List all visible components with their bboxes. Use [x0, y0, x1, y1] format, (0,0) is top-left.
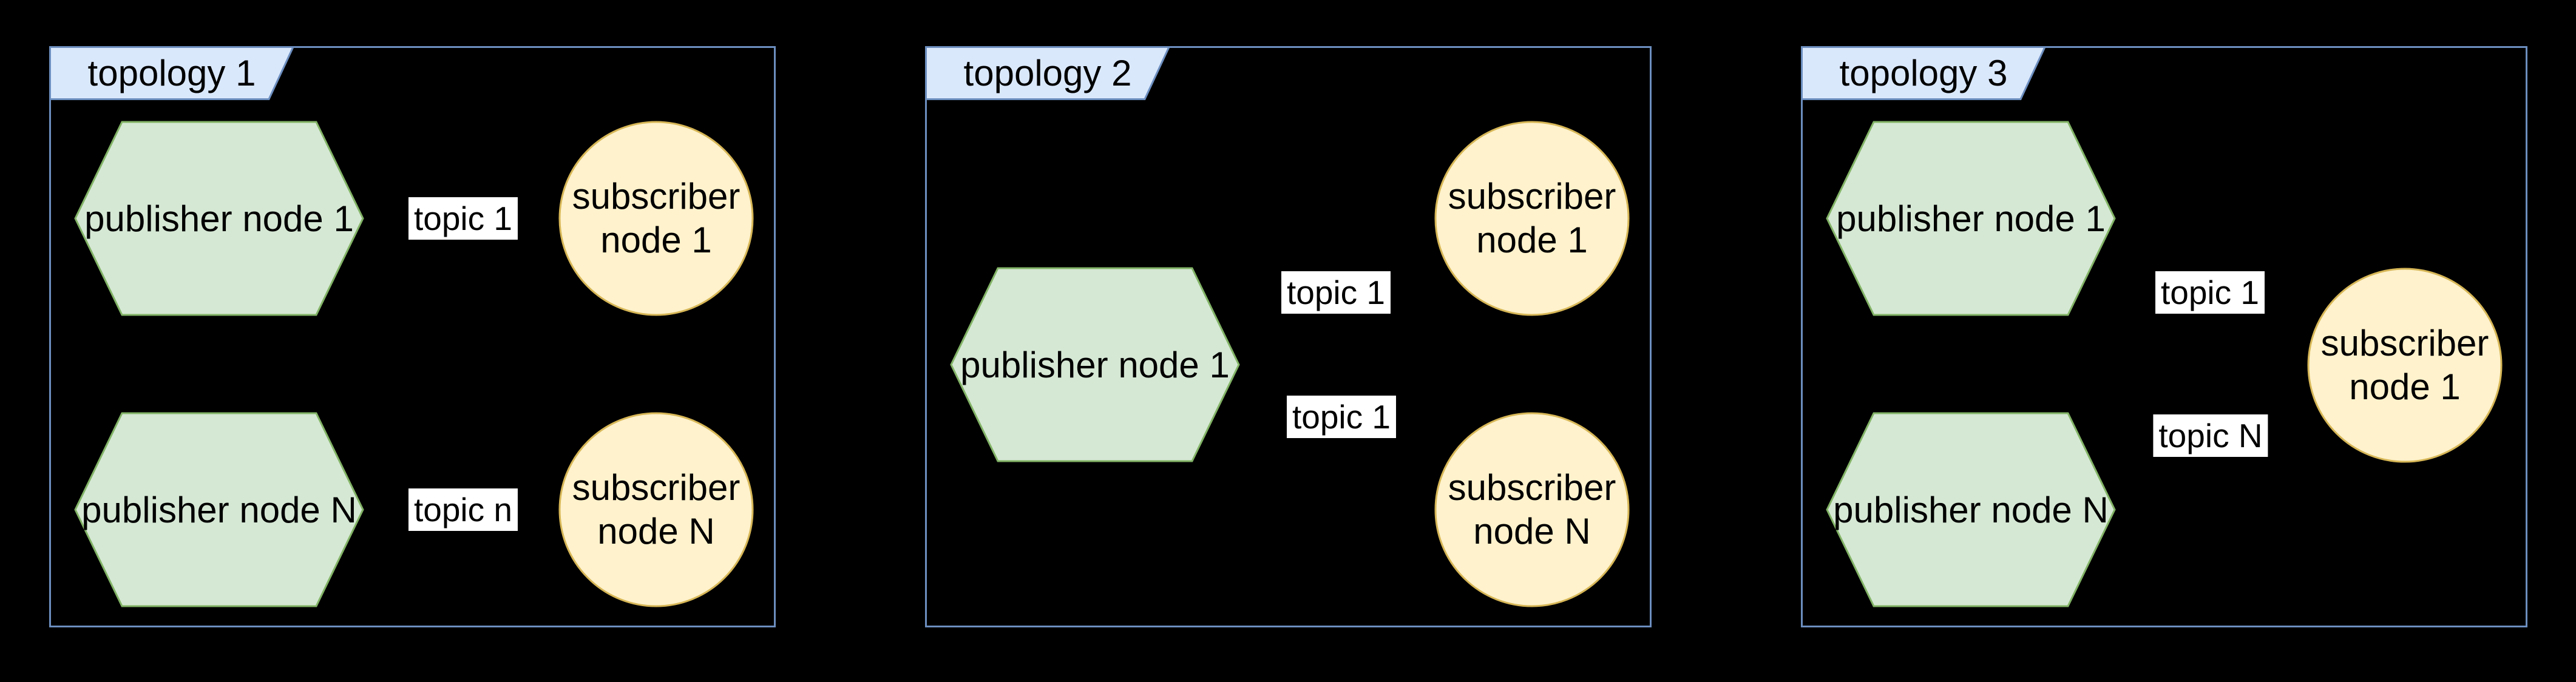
- circle-ellipse: [558, 121, 754, 316]
- frame-tab-polygon: [1801, 46, 2046, 100]
- subscriber-node-circle: subscriber node 1: [2307, 268, 2503, 463]
- hexagon-polygon: [74, 121, 364, 316]
- publisher-node-hexagon: publisher node N: [1826, 412, 2116, 607]
- topic-edge-label: topic 1: [1281, 271, 1391, 314]
- frame-title: topology 2: [963, 52, 1132, 93]
- subscriber-node-label: subscriber node N: [1448, 467, 1616, 552]
- circle-ellipse: [558, 412, 754, 607]
- hexagon-polygon: [74, 412, 364, 607]
- hexagon-shape: [1826, 412, 2116, 607]
- topology-1-tab: topology 1: [49, 46, 294, 100]
- subscriber-node-circle: subscriber node N: [1434, 412, 1630, 607]
- hexagon-polygon: [1826, 412, 2116, 607]
- publisher-node-label: publisher node N: [1833, 489, 2109, 530]
- topology-1-frame: topology 1 publisher node 1 publisher no…: [49, 46, 776, 627]
- circle-ellipse: [1434, 121, 1630, 316]
- topology-3-frame: topology 3 publisher node 1 publisher no…: [1801, 46, 2527, 627]
- subscriber-node-label: subscriber node N: [572, 467, 741, 552]
- subscriber-node-circle: subscriber node 1: [558, 121, 754, 316]
- topology-2-tab: topology 2: [925, 46, 1170, 100]
- hexagon-shape: [74, 121, 364, 316]
- publisher-node-label: publisher node 1: [1836, 198, 2106, 239]
- topology-3-tab: topology 3: [1801, 46, 2046, 100]
- frame-tab-polygon: [49, 46, 294, 100]
- circle-shape: [2307, 268, 2503, 463]
- publisher-node-hexagon: publisher node 1: [74, 121, 364, 316]
- publisher-node-hexagon: publisher node 1: [950, 267, 1240, 462]
- circle-shape: [558, 121, 754, 316]
- topic-edge-label: topic 1: [2155, 271, 2265, 314]
- frame-title: topology 1: [87, 52, 256, 93]
- frame-tab-shape: [1801, 46, 2046, 100]
- circle-ellipse: [2307, 268, 2503, 463]
- hexagon-shape: [74, 412, 364, 607]
- circle-ellipse: [1434, 412, 1630, 607]
- topic-edge-label: topic 1: [408, 197, 518, 240]
- circle-shape: [558, 412, 754, 607]
- frame-tab-shape: [49, 46, 294, 100]
- topic-edge-label: topic n: [408, 488, 518, 531]
- frame-tab-shape: [925, 46, 1170, 100]
- subscriber-node-label: subscriber node 1: [572, 176, 741, 260]
- hexagon-shape: [950, 267, 1240, 462]
- hexagon-shape: [1826, 121, 2116, 316]
- topic-edge-label: topic N: [2153, 414, 2268, 457]
- subscriber-node-label: subscriber node 1: [2320, 323, 2489, 407]
- topology-2-frame: topology 2 publisher node 1 topic 1 topi…: [925, 46, 1652, 627]
- publisher-node-label: publisher node 1: [84, 198, 354, 239]
- publisher-node-label: publisher node 1: [960, 344, 1230, 385]
- subscriber-node-label: subscriber node 1: [1448, 176, 1616, 260]
- subscriber-node-circle: subscriber node N: [558, 412, 754, 607]
- frame-tab-polygon: [925, 46, 1170, 100]
- hexagon-polygon: [950, 267, 1240, 462]
- publisher-node-hexagon: publisher node 1: [1826, 121, 2116, 316]
- circle-shape: [1434, 412, 1630, 607]
- circle-shape: [1434, 121, 1630, 316]
- hexagon-polygon: [1826, 121, 2116, 316]
- publisher-node-hexagon: publisher node N: [74, 412, 364, 607]
- subscriber-node-circle: subscriber node 1: [1434, 121, 1630, 316]
- topic-edge-label: topic 1: [1286, 396, 1397, 438]
- frame-title: topology 3: [1839, 52, 2008, 93]
- publisher-node-label: publisher node N: [81, 489, 357, 530]
